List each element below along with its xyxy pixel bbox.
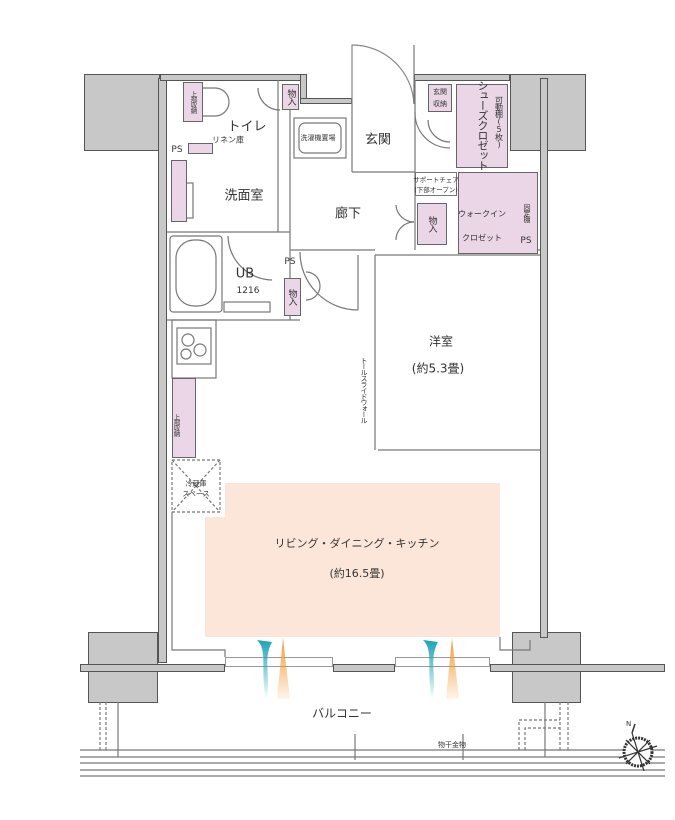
ps-label: PS bbox=[171, 145, 183, 155]
ub-size-label: 1216 bbox=[236, 286, 260, 296]
support-chair-label: サポートチェア bbox=[413, 176, 459, 184]
clothes-hanger-label: 物干金物 bbox=[438, 741, 466, 749]
support-chair-box bbox=[415, 172, 457, 196]
toilet-label: トイレ bbox=[227, 119, 267, 135]
slide-wall-label: トールスライドウォール bbox=[360, 357, 368, 423]
shoes-closet-label: シューズクロゼット bbox=[476, 80, 489, 170]
walkin-closet-box bbox=[458, 172, 538, 254]
ps-label: PS bbox=[520, 236, 532, 246]
ub-label: UB bbox=[235, 266, 255, 282]
svg-text:N: N bbox=[626, 720, 631, 728]
upper-storage-label: 上部収納 bbox=[189, 91, 197, 113]
movable-shelf-label: 可動棚(5枚) bbox=[494, 96, 504, 148]
upper-storage-toilet bbox=[183, 82, 203, 122]
sunlight-icon bbox=[446, 638, 459, 699]
ldk-size: (約16.5畳) bbox=[329, 567, 385, 580]
storage-label: 物入 bbox=[285, 89, 296, 105]
storage-hall-box bbox=[417, 203, 447, 245]
column-top-right bbox=[510, 74, 586, 151]
storage-toilet-box bbox=[282, 84, 299, 110]
linen-storage bbox=[188, 143, 213, 154]
wall-bottom-left bbox=[80, 664, 225, 672]
wind-icon bbox=[423, 640, 438, 700]
wall-bottom-right bbox=[490, 664, 665, 672]
ldk-area bbox=[225, 483, 500, 637]
walkin-label-1: ウォークイン bbox=[458, 209, 506, 219]
shoes-closet-box bbox=[456, 84, 508, 168]
sash-left bbox=[225, 657, 333, 667]
upper-storage-label: 上部収納 bbox=[172, 414, 180, 436]
fridge-label-1: 冷蔵庫 bbox=[185, 480, 207, 488]
storage-label: 物入 bbox=[426, 216, 437, 232]
western-room-size: (約5.3畳) bbox=[411, 361, 465, 376]
ldk-area-left bbox=[205, 517, 227, 637]
linen-label: リネン庫 bbox=[212, 135, 244, 145]
upper-storage-kitchen bbox=[172, 378, 196, 458]
fridge-label-2: スペース bbox=[182, 490, 210, 498]
entrance-label: 玄関 bbox=[364, 132, 392, 148]
storage-ub-box bbox=[284, 278, 301, 316]
sash-right bbox=[395, 657, 490, 667]
entrance-storage-box bbox=[428, 84, 452, 112]
laundry-label: 洗濯機置場 bbox=[300, 134, 336, 142]
entrance-storage-label: 玄関収納 bbox=[433, 88, 447, 108]
ldk-label: リビング・ダイニング・キッチン bbox=[274, 537, 440, 550]
hallway-label: 廊下 bbox=[334, 206, 362, 222]
sunlight-icon bbox=[277, 638, 290, 699]
wind-icon bbox=[257, 640, 272, 700]
wash-storage bbox=[171, 160, 187, 222]
storage-label: 物入 bbox=[286, 289, 297, 305]
support-chair-note: (下部オープン) bbox=[414, 186, 458, 194]
ps-label: PS bbox=[284, 257, 296, 267]
wall-right bbox=[540, 78, 548, 638]
fixed-shelf-label: 固定棚 bbox=[523, 204, 531, 222]
walkin-label-2: クロゼット bbox=[462, 233, 502, 243]
column-top-left bbox=[84, 74, 160, 151]
western-room-label: 洋室 bbox=[428, 334, 454, 349]
compass-icon: N bbox=[618, 720, 658, 772]
wall-bottom-mid bbox=[333, 664, 395, 672]
balcony-label: バルコニー bbox=[312, 706, 372, 721]
washroom-label: 洗面室 bbox=[224, 188, 264, 204]
